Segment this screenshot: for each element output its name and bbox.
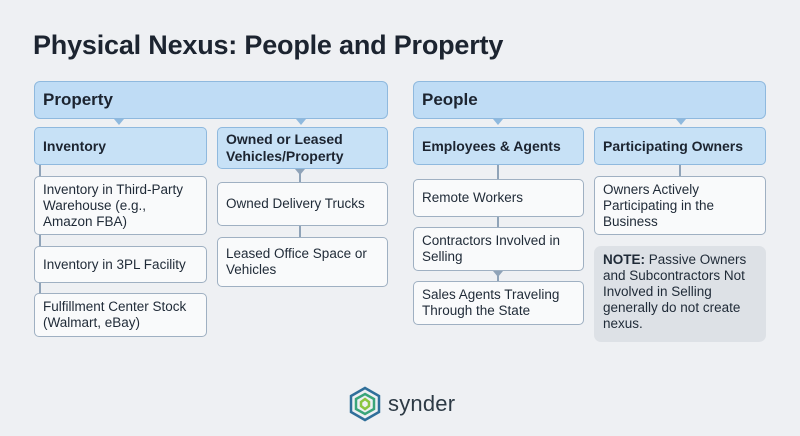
arrow-down-icon: [493, 271, 503, 277]
logo-text: synder: [388, 391, 456, 416]
owned-leased-label: Owned or Leased Vehicles/Property: [226, 131, 344, 164]
owners-item: Owners Actively Participating in the Bus…: [594, 176, 766, 235]
employees-item: Remote Workers: [413, 179, 584, 217]
owned-item-text: Leased Office Space or Vehicles: [226, 246, 367, 277]
arrow-down-icon: [295, 169, 305, 175]
inventory-header: Inventory: [34, 127, 207, 165]
arrow-down-icon: [493, 119, 503, 125]
arrow-down-icon: [676, 119, 686, 125]
employees-header: Employees & Agents: [413, 127, 584, 165]
owners-label: Participating Owners: [603, 137, 744, 154]
synder-logo-icon: [349, 386, 381, 422]
inventory-label: Inventory: [43, 137, 107, 154]
page-title: Physical Nexus: People and Property: [33, 30, 504, 60]
owned-item-text: Owned Delivery Trucks: [226, 196, 365, 211]
inventory-item-text: Inventory in Third-Party Warehouse (e.g.…: [43, 181, 184, 229]
arrow-down-icon: [114, 119, 124, 125]
employees-item-text: Sales Agents Traveling Through the State: [422, 287, 560, 318]
owned-item: Leased Office Space or Vehicles: [217, 237, 388, 287]
note-label: NOTE:: [603, 252, 645, 267]
inventory-item-text: Inventory in 3PL Facility: [43, 256, 186, 272]
owned-item: Owned Delivery Trucks: [217, 182, 388, 226]
inventory-item: Inventory in 3PL Facility: [34, 246, 207, 283]
connector-line: [39, 165, 41, 305]
owners-header: Participating Owners: [594, 127, 766, 165]
inventory-item: Inventory in Third-Party Warehouse (e.g.…: [34, 176, 207, 235]
property-label: Property: [43, 90, 113, 109]
inventory-item-text: Fulfillment Center Stock (Walmart, eBay): [43, 299, 187, 330]
property-header: Property: [34, 81, 388, 119]
people-label: People: [422, 90, 478, 109]
employees-label: Employees & Agents: [422, 137, 561, 154]
people-header: People: [413, 81, 766, 119]
inventory-item: Fulfillment Center Stock (Walmart, eBay): [34, 293, 207, 337]
employees-item: Sales Agents Traveling Through the State: [413, 281, 584, 325]
employees-item-text: Remote Workers: [422, 190, 524, 205]
owners-item-text: Owners Actively Participating in the Bus…: [603, 181, 715, 229]
arrow-down-icon: [296, 119, 306, 125]
synder-logo: synder: [348, 386, 455, 422]
owners-note: NOTE: Passive Owners and Subcontractors …: [594, 246, 766, 342]
note-text: Passive Owners and Subcontractors Not In…: [603, 252, 747, 331]
owned-leased-header: Owned or Leased Vehicles/Property: [217, 127, 388, 169]
employees-item-text: Contractors Involved in Selling: [422, 233, 561, 264]
employees-item: Contractors Involved in Selling: [413, 227, 584, 271]
